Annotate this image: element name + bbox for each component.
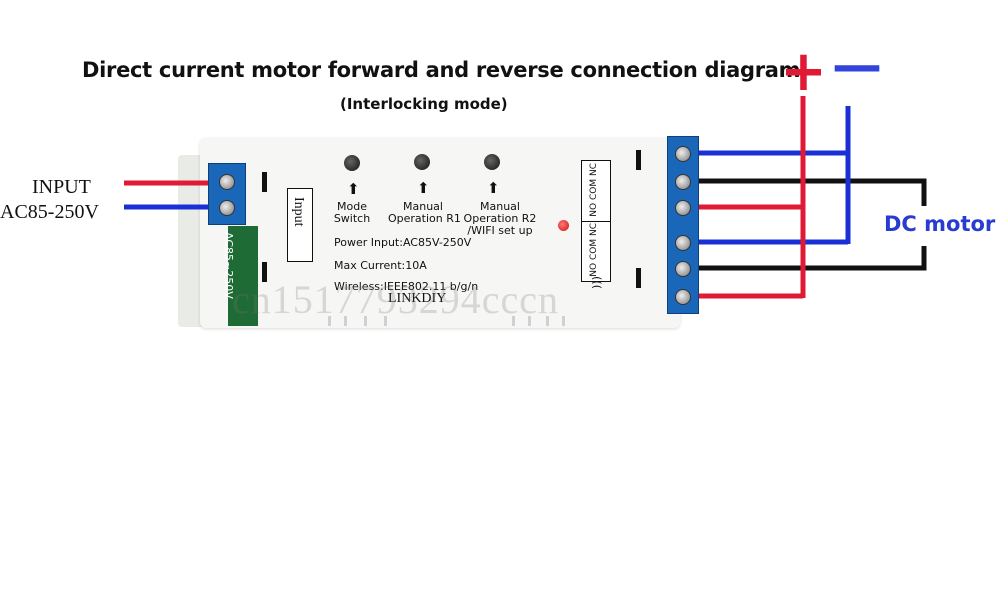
- notch: [328, 316, 331, 326]
- relay-contact-label: NO COM NC: [589, 163, 599, 217]
- negative-terminal-symbol: —: [832, 36, 882, 94]
- vent-slot: [636, 150, 641, 170]
- vent-slot: [262, 262, 267, 282]
- diagram-subtitle: (Interlocking mode): [340, 95, 508, 113]
- output-black-wire-2: [686, 246, 927, 271]
- vent-slot: [636, 268, 641, 288]
- input-marking-box: Input: [287, 188, 313, 262]
- status-led: [558, 220, 569, 231]
- notch: [344, 316, 347, 326]
- input-label: INPUT: [32, 176, 91, 198]
- dc-motor-label: DC motor: [884, 212, 996, 236]
- wireless-spec: Wireless:IEEE802.11 b/g/n: [334, 280, 479, 293]
- notch: [512, 316, 515, 326]
- input-marking-text: Input: [291, 197, 306, 227]
- arrow-up-icon: ⬆: [417, 179, 430, 197]
- diagram-title: Direct current motor forward and reverse…: [82, 58, 801, 82]
- mode-switch-label: Mode Switch: [333, 200, 371, 225]
- notch: [528, 316, 531, 326]
- power-input-spec: Power Input:AC85V-250V: [334, 236, 472, 249]
- screw-icon: [675, 146, 691, 162]
- screw-icon: [675, 235, 691, 251]
- manual-r2-label: Manual Operation R2 /WIFI set up: [463, 200, 537, 237]
- arrow-up-icon: ⬆: [347, 180, 360, 198]
- brand-label: LINKDIY: [388, 291, 447, 306]
- screw-icon: [675, 200, 691, 216]
- wifi-icon: ))): [589, 276, 603, 289]
- vent-slot: [262, 172, 267, 192]
- positive-terminal-symbol: +: [780, 39, 827, 104]
- output-black-wire-1: [686, 178, 927, 206]
- screw-icon: [675, 174, 691, 190]
- notch: [384, 316, 387, 326]
- notch: [364, 316, 367, 326]
- arrow-up-icon: ⬆: [487, 179, 500, 197]
- relay-contact-labels: NO COM NC NO COM NC: [581, 160, 611, 282]
- input-terminal-block: [208, 163, 246, 225]
- pcb-voltage-marking: AC85~250V: [222, 232, 235, 299]
- max-current-spec: Max Current:10A: [334, 259, 427, 272]
- notch: [546, 316, 549, 326]
- relay-contact-label: NO COM NC: [589, 223, 599, 277]
- manual-r1-label: Manual Operation R1: [388, 200, 461, 225]
- manual-r1-button[interactable]: [414, 154, 430, 170]
- screw-icon: [219, 174, 235, 190]
- manual-r2-button[interactable]: [484, 154, 500, 170]
- input-voltage-range: AC85-250V: [0, 201, 99, 223]
- screw-icon: [219, 200, 235, 216]
- notch: [562, 316, 565, 326]
- screw-icon: [675, 289, 691, 305]
- screw-icon: [675, 261, 691, 277]
- pcb-green-strip: [228, 226, 258, 326]
- mode-switch-button[interactable]: [344, 155, 360, 171]
- watermark: cn1517793294cccn: [232, 277, 560, 322]
- output-terminal-block: [667, 136, 699, 314]
